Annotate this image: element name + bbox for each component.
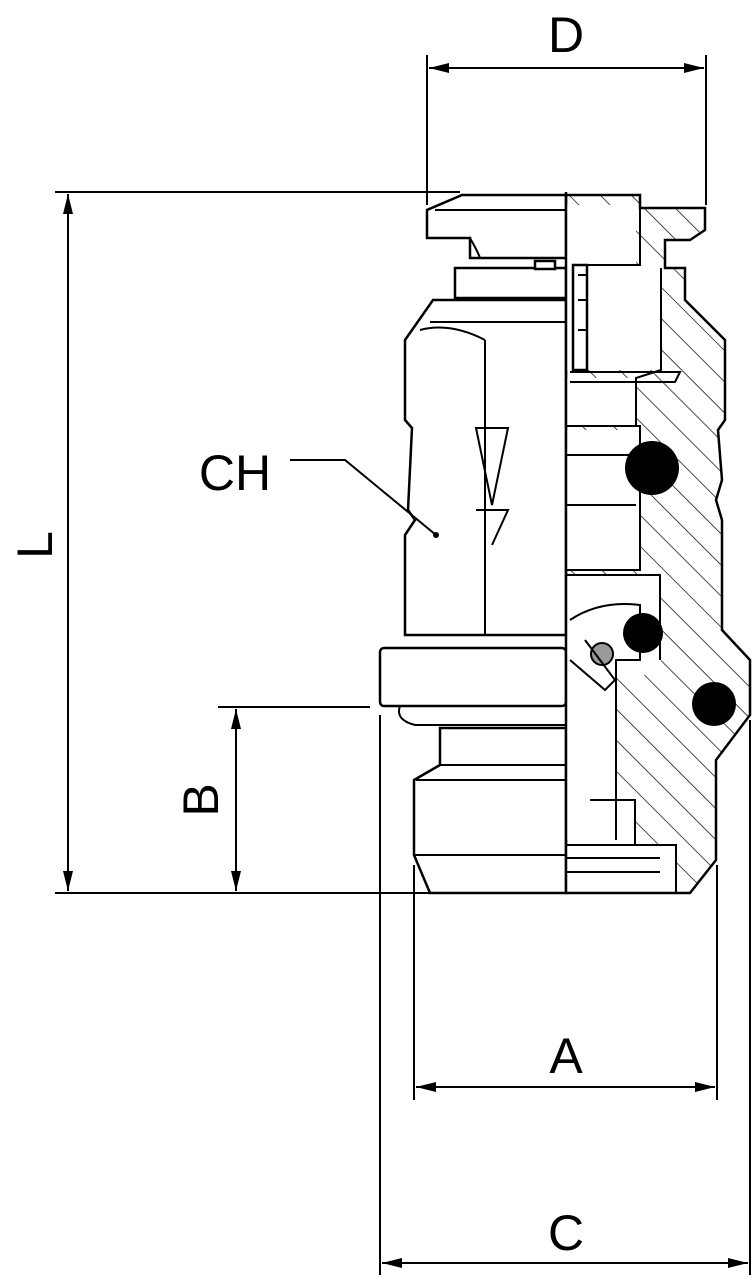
flow-arrow-lower [476, 509, 510, 546]
section-outline [566, 193, 752, 895]
base-ring [378, 646, 568, 708]
dim-label-c: C [548, 1205, 584, 1261]
dim-label-b: B [173, 783, 229, 816]
collar-neck [453, 266, 568, 300]
flow-arrow-upper [474, 427, 510, 506]
seal-oring-middle [623, 613, 663, 653]
dim-label-l: L [7, 531, 63, 559]
dimension-l: L [7, 191, 460, 894]
ch-leader-line [290, 459, 437, 536]
fitting-cross-section [564, 192, 752, 895]
dim-label-d: D [548, 7, 584, 63]
dimension-a: A [413, 865, 718, 1100]
dimension-c: C [379, 715, 751, 1275]
dim-label-ch: CH [199, 445, 271, 501]
collet-jaw [571, 263, 589, 372]
fitting-exterior-view: CH [199, 193, 568, 895]
check-valve-ball [590, 642, 614, 666]
ch-leader-dot [433, 532, 439, 538]
seal-oring-upper [625, 441, 679, 495]
thread-spigot [412, 726, 568, 895]
dimension-d: D [426, 7, 707, 205]
seal-oring-outer [692, 682, 736, 726]
release-collar [425, 193, 568, 260]
dim-label-a: A [549, 1028, 583, 1084]
dimension-b: B [173, 706, 370, 891]
